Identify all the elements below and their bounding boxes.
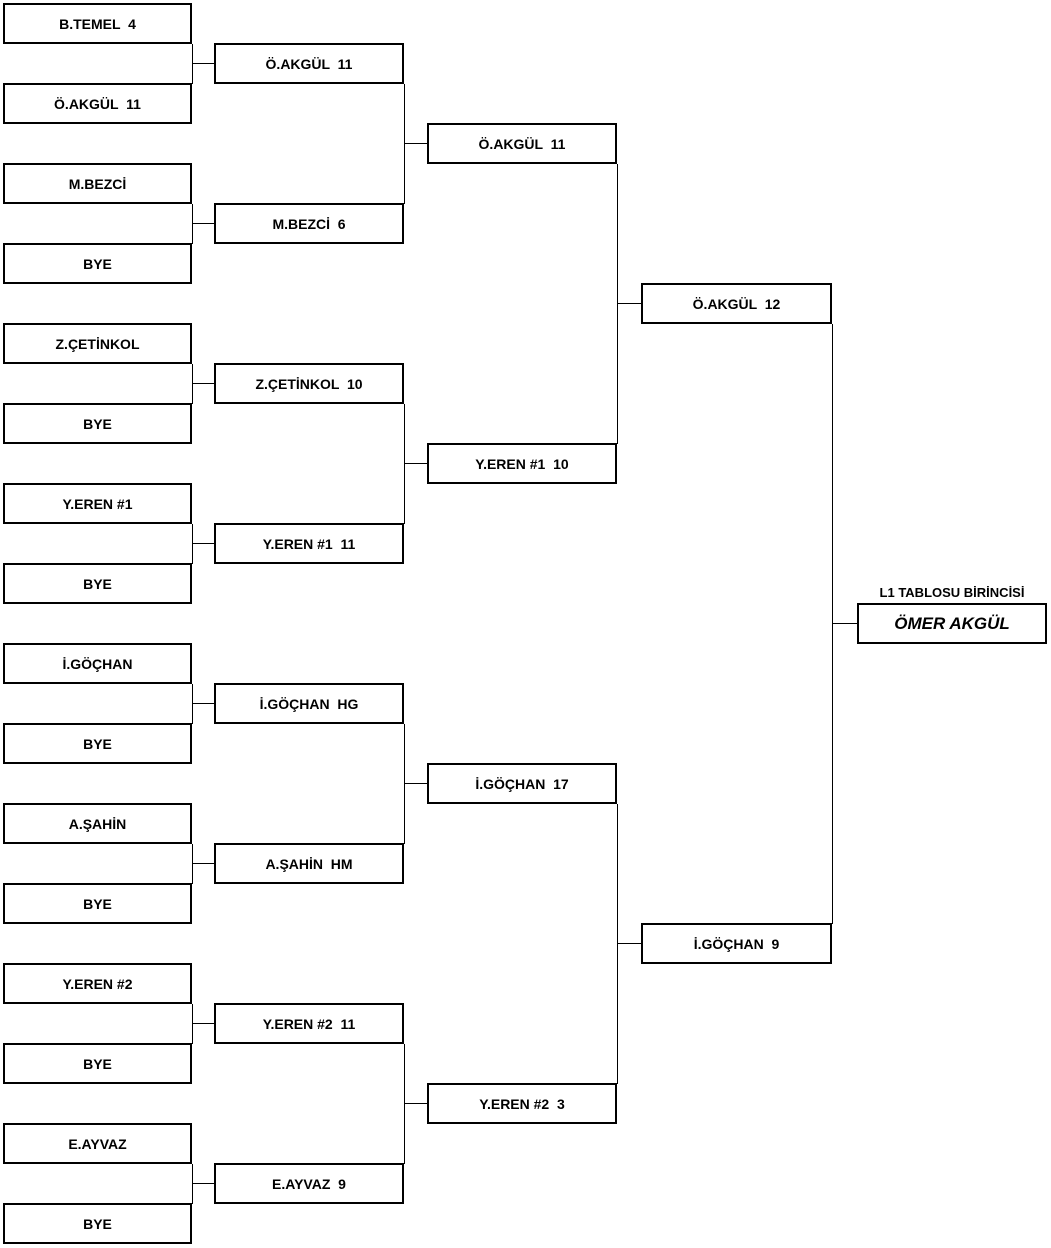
r1-slot-9: İ.GÖÇHAN bbox=[3, 643, 192, 684]
r1-slot-14: BYE bbox=[3, 1043, 192, 1084]
connector bbox=[192, 684, 193, 724]
r1-slot-15: E.AYVAZ bbox=[3, 1123, 192, 1164]
connector bbox=[192, 364, 193, 404]
r1-slot-11: A.ŞAHİN bbox=[3, 803, 192, 844]
connector bbox=[192, 524, 193, 564]
r4-slot-1: Ö.AKGÜL 12 bbox=[641, 283, 832, 324]
r1-slot-1: B.TEMEL 4 bbox=[3, 3, 192, 44]
connector bbox=[192, 1164, 193, 1204]
r1-slot-16: BYE bbox=[3, 1203, 192, 1244]
r2-slot-8: E.AYVAZ 9 bbox=[214, 1163, 404, 1204]
connector bbox=[617, 943, 641, 944]
connector bbox=[192, 44, 193, 84]
r3-slot-1: Ö.AKGÜL 11 bbox=[427, 123, 617, 164]
r2-slot-5: İ.GÖÇHAN HG bbox=[214, 683, 404, 724]
champion-title: L1 TABLOSU BİRİNCİSİ bbox=[879, 585, 1025, 600]
connector bbox=[404, 143, 427, 144]
r2-slot-7: Y.EREN #2 11 bbox=[214, 1003, 404, 1044]
r3-slot-3: İ.GÖÇHAN 17 bbox=[427, 763, 617, 804]
r2-slot-1: Ö.AKGÜL 11 bbox=[214, 43, 404, 84]
r1-slot-7: Y.EREN #1 bbox=[3, 483, 192, 524]
r2-slot-4: Y.EREN #1 11 bbox=[214, 523, 404, 564]
r1-slot-4: BYE bbox=[3, 243, 192, 284]
connector bbox=[832, 324, 833, 924]
connector bbox=[617, 804, 618, 1084]
champion-box: ÖMER AKGÜL bbox=[857, 603, 1047, 644]
connector bbox=[192, 223, 214, 224]
connector bbox=[192, 543, 214, 544]
connector bbox=[192, 1004, 193, 1044]
r1-slot-10: BYE bbox=[3, 723, 192, 764]
connector bbox=[404, 783, 427, 784]
r2-slot-2: M.BEZCİ 6 bbox=[214, 203, 404, 244]
r4-slot-2: İ.GÖÇHAN 9 bbox=[641, 923, 832, 964]
r1-slot-8: BYE bbox=[3, 563, 192, 604]
r1-slot-5: Z.ÇETİNKOL bbox=[3, 323, 192, 364]
r3-slot-2: Y.EREN #1 10 bbox=[427, 443, 617, 484]
connector bbox=[404, 404, 405, 524]
connector bbox=[192, 863, 214, 864]
r2-slot-3: Z.ÇETİNKOL 10 bbox=[214, 363, 404, 404]
connector bbox=[404, 84, 405, 204]
r1-slot-3: M.BEZCİ bbox=[3, 163, 192, 204]
connector bbox=[192, 204, 193, 244]
connector bbox=[404, 1103, 427, 1104]
r1-slot-6: BYE bbox=[3, 403, 192, 444]
connector bbox=[192, 1023, 214, 1024]
connector bbox=[404, 724, 405, 844]
connector bbox=[192, 1183, 214, 1184]
connector bbox=[832, 623, 857, 624]
connector bbox=[617, 303, 641, 304]
connector bbox=[404, 463, 427, 464]
connector bbox=[617, 164, 618, 444]
connector bbox=[192, 383, 214, 384]
r1-slot-12: BYE bbox=[3, 883, 192, 924]
r1-slot-2: Ö.AKGÜL 11 bbox=[3, 83, 192, 124]
connector bbox=[404, 1044, 405, 1164]
r3-slot-4: Y.EREN #2 3 bbox=[427, 1083, 617, 1124]
connector bbox=[192, 844, 193, 884]
connector bbox=[192, 703, 214, 704]
r1-slot-13: Y.EREN #2 bbox=[3, 963, 192, 1004]
connector bbox=[192, 63, 214, 64]
r2-slot-6: A.ŞAHİN HM bbox=[214, 843, 404, 884]
